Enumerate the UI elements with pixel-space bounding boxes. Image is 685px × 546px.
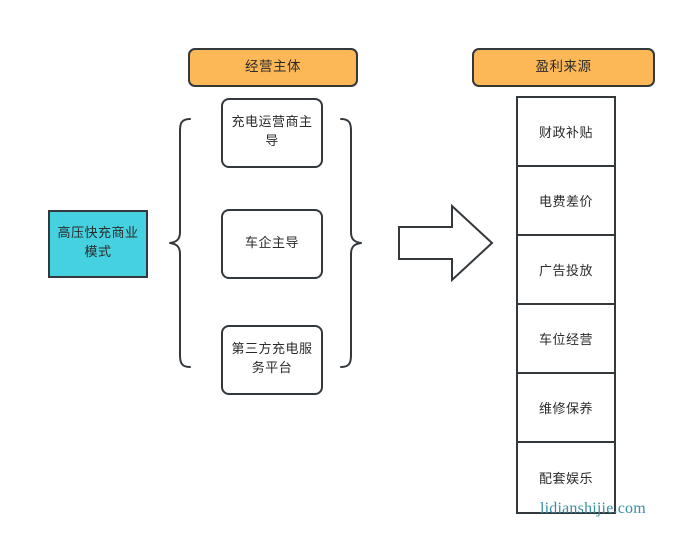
watermark: lidianshijie.com	[540, 500, 646, 517]
stack-cell-supporting-entertainment: 配套娱乐	[518, 443, 614, 512]
root-node-high-voltage-fast-charging-business-model: 高压快充商业模式	[48, 210, 148, 278]
node-third-party-charging-service-platform: 第三方充电服务平台	[221, 325, 323, 395]
block-arrow-right-icon	[398, 203, 494, 283]
stack-cell-electricity-price-spread: 电费差价	[518, 167, 614, 236]
stack-cell-parking-space-operation: 车位经营	[518, 305, 614, 374]
left-curly-brace-icon	[169, 118, 191, 368]
profit-source-stack: 财政补贴 电费差价 广告投放 车位经营 维修保养 配套娱乐	[516, 96, 616, 514]
node-automaker-led: 车企主导	[221, 209, 323, 279]
right-curly-brace-icon	[340, 118, 362, 368]
stack-cell-fiscal-subsidy: 财政补贴	[518, 98, 614, 167]
node-charging-operator-led: 充电运营商主导	[221, 98, 323, 168]
column-header-profit-source: 盈利来源	[472, 48, 655, 87]
column-header-operating-entity: 经营主体	[188, 48, 358, 87]
stack-cell-maintenance: 维修保养	[518, 374, 614, 443]
stack-cell-advertising: 广告投放	[518, 236, 614, 305]
